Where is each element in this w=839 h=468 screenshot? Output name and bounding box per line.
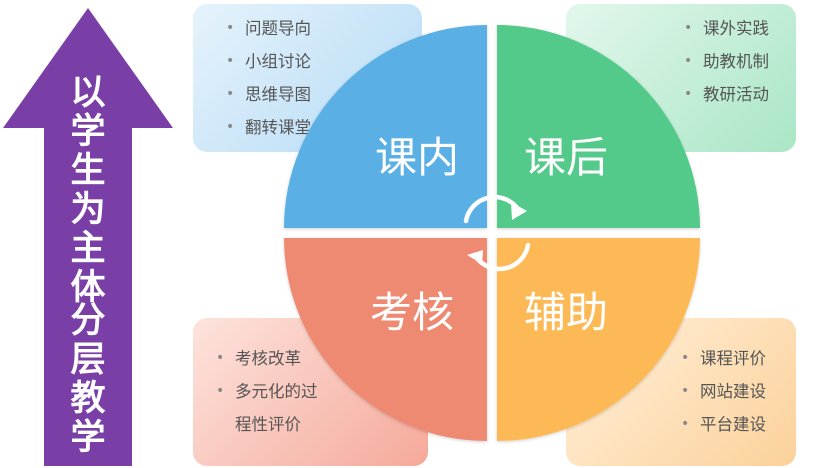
bullet-icon: • xyxy=(681,416,690,432)
list-item: •思维导图 xyxy=(223,78,422,111)
upward-arrow xyxy=(3,8,173,466)
quadrant-support xyxy=(497,238,700,441)
bullet-icon: • xyxy=(226,86,235,102)
list-item: •问题导向 xyxy=(223,12,422,45)
bullet-icon: • xyxy=(684,53,693,69)
list-item: •小组讨论 xyxy=(223,45,422,78)
list-item: •助教机制 xyxy=(681,45,796,78)
bullet-icon: • xyxy=(684,86,693,102)
bullet-icon: • xyxy=(681,350,690,366)
quadrant-label-support: 辅助 xyxy=(524,288,609,337)
bullet-icon: • xyxy=(216,350,225,366)
list-item: •网站建设 xyxy=(678,375,796,408)
quadrant-label-after-class: 课后 xyxy=(524,133,609,182)
list-item: •教研活动 xyxy=(681,78,796,111)
list-item-continuation: 程性评价 xyxy=(235,415,301,434)
list-item: •课外实践 xyxy=(681,12,796,45)
list-item: •考核改革 xyxy=(213,342,428,375)
list-item: •翻转课堂 xyxy=(223,111,422,144)
list-item: •平台建设 xyxy=(678,408,796,441)
list-item: •课程评价 xyxy=(678,342,796,375)
quadrant-after-class xyxy=(497,25,700,228)
quadrant-in-class xyxy=(284,25,487,228)
quadrant-label-assessment: 考核 xyxy=(370,288,455,337)
bullet-icon: • xyxy=(226,20,235,36)
bullet-icon: • xyxy=(226,119,235,135)
quadrant-assessment xyxy=(284,238,487,441)
bullet-icon: • xyxy=(684,20,693,36)
bullet-icon: • xyxy=(681,383,690,399)
bullet-icon: • xyxy=(216,383,225,399)
bullet-icon: • xyxy=(226,53,235,69)
arrow-text-student-centered: 以 学 生 为 主 体 xyxy=(70,73,106,308)
list-item: •多元化的过 xyxy=(213,375,428,408)
arrow-text-tiered-teaching: 分 层 教 学 xyxy=(70,301,106,458)
quadrant-label-in-class: 课内 xyxy=(375,133,460,182)
cycle-arrowhead-icon xyxy=(467,250,483,264)
cycle-arrowhead-icon xyxy=(511,202,527,220)
